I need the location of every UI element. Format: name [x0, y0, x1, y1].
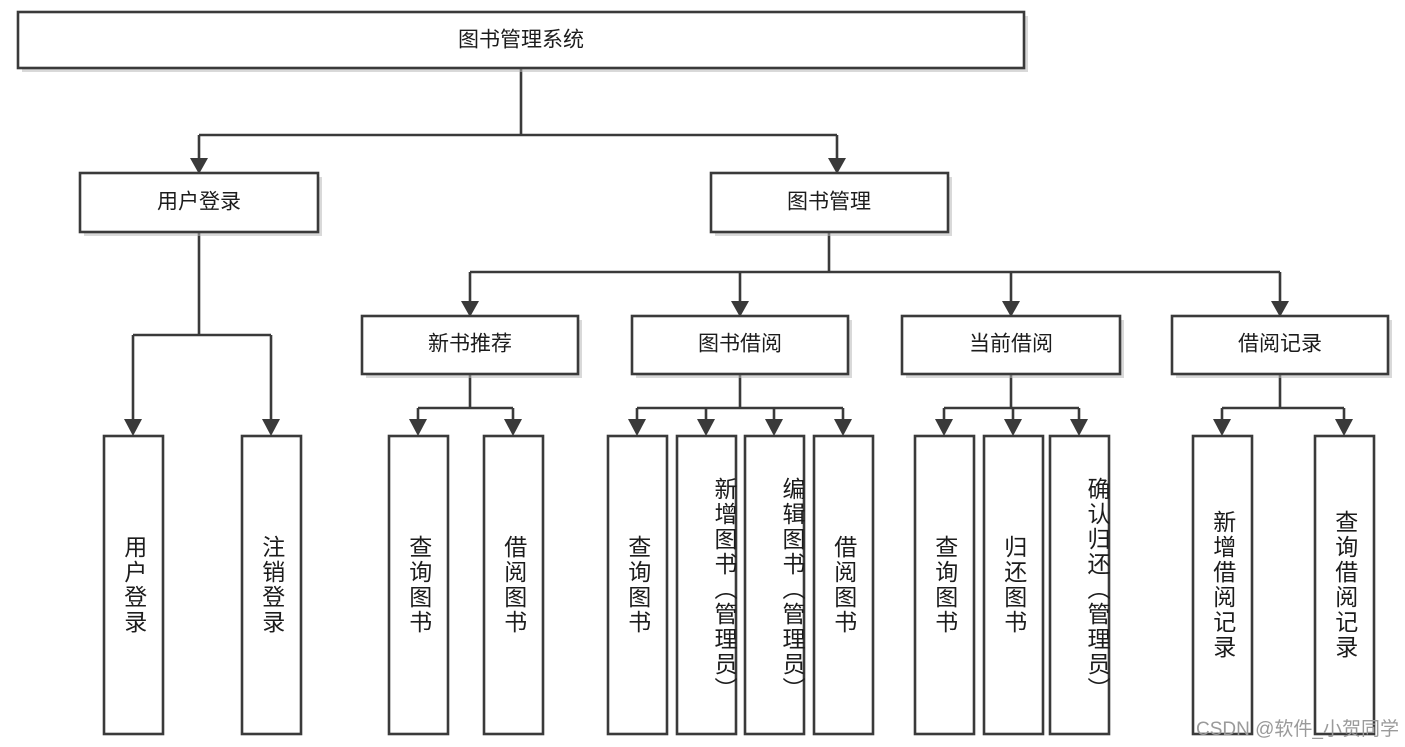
arrow-to-leaf-borrow-book [834, 419, 852, 436]
edge-book-borrow-trunk [635, 374, 845, 421]
node-layer: 图书管理系统 用户登录 图书管理 新书推荐 图书借阅 当前借阅 借阅记录 [16, 10, 1392, 736]
node-leaf-query-record[interactable] [1313, 434, 1376, 736]
arrow-to-leaf-add-book [697, 419, 715, 436]
edge-borrow-record-trunk [1220, 374, 1346, 421]
arrow-to-borrow-record [1271, 301, 1289, 317]
arrow-to-leaf-user-logout [262, 419, 280, 436]
arrow-to-book-manage [828, 158, 846, 174]
node-leaf-user-logout[interactable] [240, 434, 303, 736]
node-leaf-query-book-current[interactable] [913, 434, 976, 736]
arrow-to-leaf-add-record [1213, 419, 1231, 436]
edge-user-login-trunk [131, 232, 273, 421]
node-leaf-return-book[interactable] [982, 434, 1045, 736]
node-leaf-add-record[interactable] [1191, 434, 1254, 736]
arrow-to-user-login [190, 158, 208, 174]
node-leaf-borrow-book[interactable] [812, 434, 875, 736]
arrow-to-leaf-edit-book [765, 419, 783, 436]
node-borrow-record[interactable] [1170, 314, 1390, 376]
node-root[interactable] [16, 10, 1026, 70]
node-leaf-confirm-return[interactable] [1048, 434, 1111, 736]
arrow-to-leaf-query-book-rec [409, 419, 427, 436]
edge-book-manage-trunk [468, 232, 1282, 303]
node-leaf-edit-book[interactable] [743, 434, 806, 736]
node-leaf-query-book-rec[interactable] [387, 434, 450, 736]
node-leaf-user-login[interactable] [102, 434, 165, 736]
node-current-borrow-label: 当前借阅 [969, 333, 1053, 356]
node-user-login[interactable] [78, 171, 320, 234]
csdn-watermark: CSDN @软件_小贺同学 [1196, 719, 1399, 740]
arrow-to-new-book-rec [461, 301, 479, 317]
node-leaf-add-book[interactable] [675, 434, 738, 736]
arrow-to-leaf-query-record [1335, 419, 1353, 436]
arrow-to-current-borrow [1002, 301, 1020, 317]
edge-layer [124, 68, 1353, 436]
arrow-to-leaf-query-book-current [935, 419, 953, 436]
node-user-login-label: 用户登录 [157, 191, 241, 214]
edge-new-book-rec-trunk [416, 374, 515, 421]
node-current-borrow[interactable] [900, 314, 1122, 376]
node-borrow-record-label: 借阅记录 [1238, 333, 1322, 356]
node-leaf-borrow-book-rec[interactable] [482, 434, 545, 736]
node-new-book-rec-label: 新书推荐 [428, 333, 512, 356]
node-book-manage[interactable] [709, 171, 950, 234]
node-leaf-query-book-borrow[interactable] [606, 434, 669, 736]
node-book-manage-label: 图书管理 [787, 191, 871, 214]
arrow-to-leaf-confirm-return [1070, 419, 1088, 436]
arrow-to-book-borrow [731, 301, 749, 317]
arrow-to-leaf-return-book [1004, 419, 1022, 436]
node-new-book-rec[interactable] [360, 314, 580, 376]
node-book-borrow[interactable] [630, 314, 850, 376]
arrow-to-leaf-query-book-borrow [628, 419, 646, 436]
edge-current-borrow-trunk [942, 374, 1081, 421]
arrow-to-leaf-user-login [124, 419, 142, 436]
node-root-label: 图书管理系统 [458, 29, 584, 52]
edge-root-trunk [197, 68, 839, 160]
arrow-to-leaf-borrow-book-rec [504, 419, 522, 436]
node-book-borrow-label: 图书借阅 [698, 333, 782, 356]
